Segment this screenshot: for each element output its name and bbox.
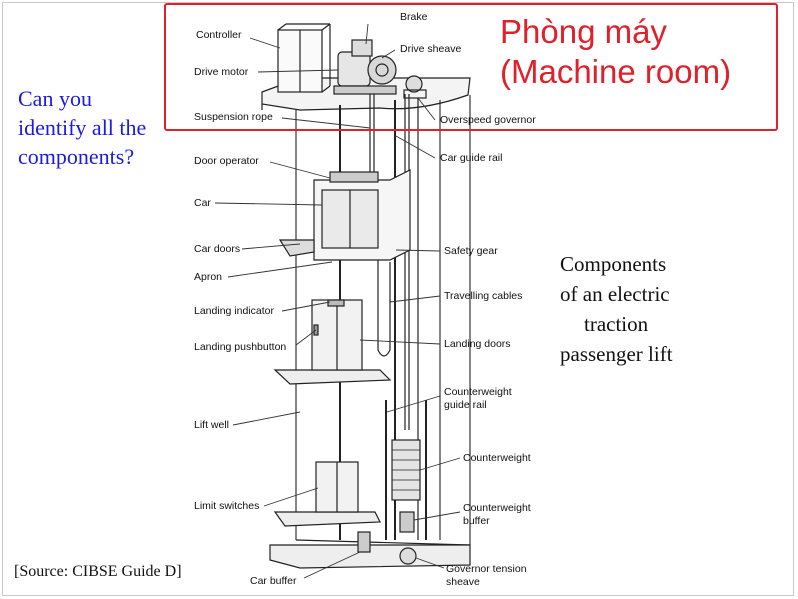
- label-counterweight-guide-rail-2: guide rail: [444, 399, 487, 411]
- question-line-1: Can you: [18, 86, 92, 111]
- label-apron: Apron: [194, 271, 223, 283]
- label-car: Car: [194, 197, 211, 209]
- door-operator: [329, 171, 379, 183]
- drive-sheave: [367, 55, 397, 85]
- machine-room-title-vi: Phòng máy: [500, 13, 667, 50]
- machine-room-highlight: [164, 3, 778, 131]
- label-counterweight-guide-rail-1: Counterweight: [444, 386, 512, 398]
- counterweight-buffer: [399, 511, 415, 533]
- label-car-buffer: Car buffer: [250, 575, 297, 587]
- label-suspension-rope: Suspension rope: [194, 111, 273, 123]
- label-overspeed-governor: Overspeed governor: [440, 114, 536, 126]
- governor-tension-sheave: [399, 547, 417, 565]
- label-counterweight-buffer-1: Counterweight: [463, 502, 531, 514]
- travelling-cables: [377, 260, 391, 357]
- source-citation: [Source: CIBSE Guide D]: [14, 563, 182, 580]
- overspeed-governor: [405, 75, 423, 93]
- lift-well: [295, 95, 471, 545]
- label-counterweight-buffer-2: buffer: [463, 515, 490, 527]
- label-brake: Brake: [400, 11, 428, 23]
- label-landing-pushbutton: Landing pushbutton: [194, 341, 287, 353]
- label-travelling-cables: Travelling cables: [444, 290, 523, 302]
- question-text: Can you identify all the components?: [18, 84, 188, 171]
- label-governor-tension-sheave-1: Governor tension: [446, 563, 527, 575]
- label-safety-gear: Safety gear: [444, 245, 498, 257]
- description-line-1: Components: [560, 252, 667, 276]
- diagram-description: Components of an electric traction passe…: [560, 249, 790, 369]
- label-limit-switches: Limit switches: [194, 500, 260, 512]
- machine-room-title-en: (Machine room): [500, 53, 732, 90]
- question-line-2: identify all the: [18, 115, 147, 140]
- car-buffer: [357, 531, 371, 553]
- label-counterweight: Counterweight: [463, 452, 531, 464]
- description-line-3: traction: [584, 312, 649, 336]
- label-landing-doors: Landing doors: [444, 338, 511, 350]
- label-landing-indicator: Landing indicator: [194, 305, 274, 317]
- brake-unit: [351, 39, 373, 57]
- label-car-guide-rail: Car guide rail: [440, 152, 503, 164]
- description-line-4: passenger lift: [560, 342, 673, 366]
- question-line-3: components?: [18, 144, 135, 169]
- label-drive-sheave: Drive sheave: [400, 43, 462, 55]
- label-car-doors: Car doors: [194, 243, 241, 255]
- label-controller: Controller: [196, 29, 242, 41]
- machine-room-title: Phòng máy (Machine room): [500, 12, 731, 92]
- description-line-2: of an electric: [560, 282, 670, 306]
- label-governor-tension-sheave-2: sheave: [446, 576, 480, 588]
- label-lift-well: Lift well: [194, 419, 230, 431]
- landing-indicator-plate: [327, 299, 345, 307]
- label-drive-motor: Drive motor: [194, 66, 249, 78]
- label-door-operator: Door operator: [194, 155, 259, 167]
